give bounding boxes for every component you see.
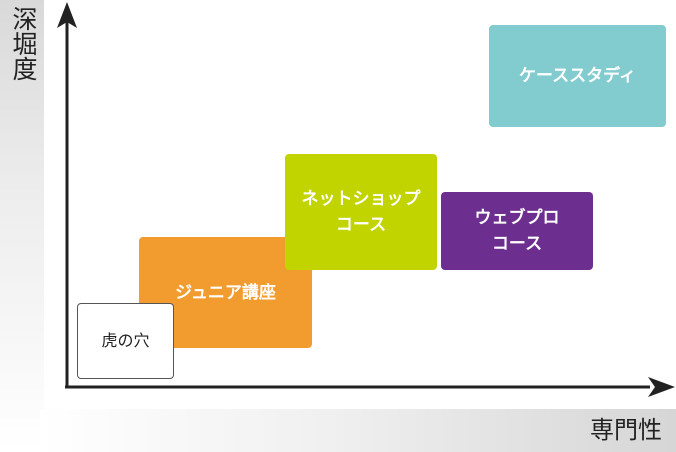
beginner-label: 虎の穴 (101, 331, 150, 350)
x-axis-label: 専門性 (590, 416, 662, 444)
x-axis-band (40, 409, 676, 452)
netshop-course-box: ネットショップ コース (285, 154, 437, 270)
x-axis-arrowhead (648, 377, 675, 397)
netshop-course-label: ネットショップ コース (301, 189, 421, 235)
y-axis-band (0, 0, 44, 452)
case-study-label: ケーススタディ (519, 66, 636, 86)
y-axis-label: 深堀度 (9, 6, 38, 81)
webpro-course-label: ウェブプロ コース (474, 208, 560, 254)
webpro-course-box: ウェブプロ コース (441, 192, 593, 270)
junior-course-label: ジュニア講座 (175, 282, 276, 303)
y-axis-arrowhead (57, 2, 77, 28)
case-study-box: ケーススタディ (489, 25, 666, 127)
beginner-box: 虎の穴 (77, 303, 174, 379)
